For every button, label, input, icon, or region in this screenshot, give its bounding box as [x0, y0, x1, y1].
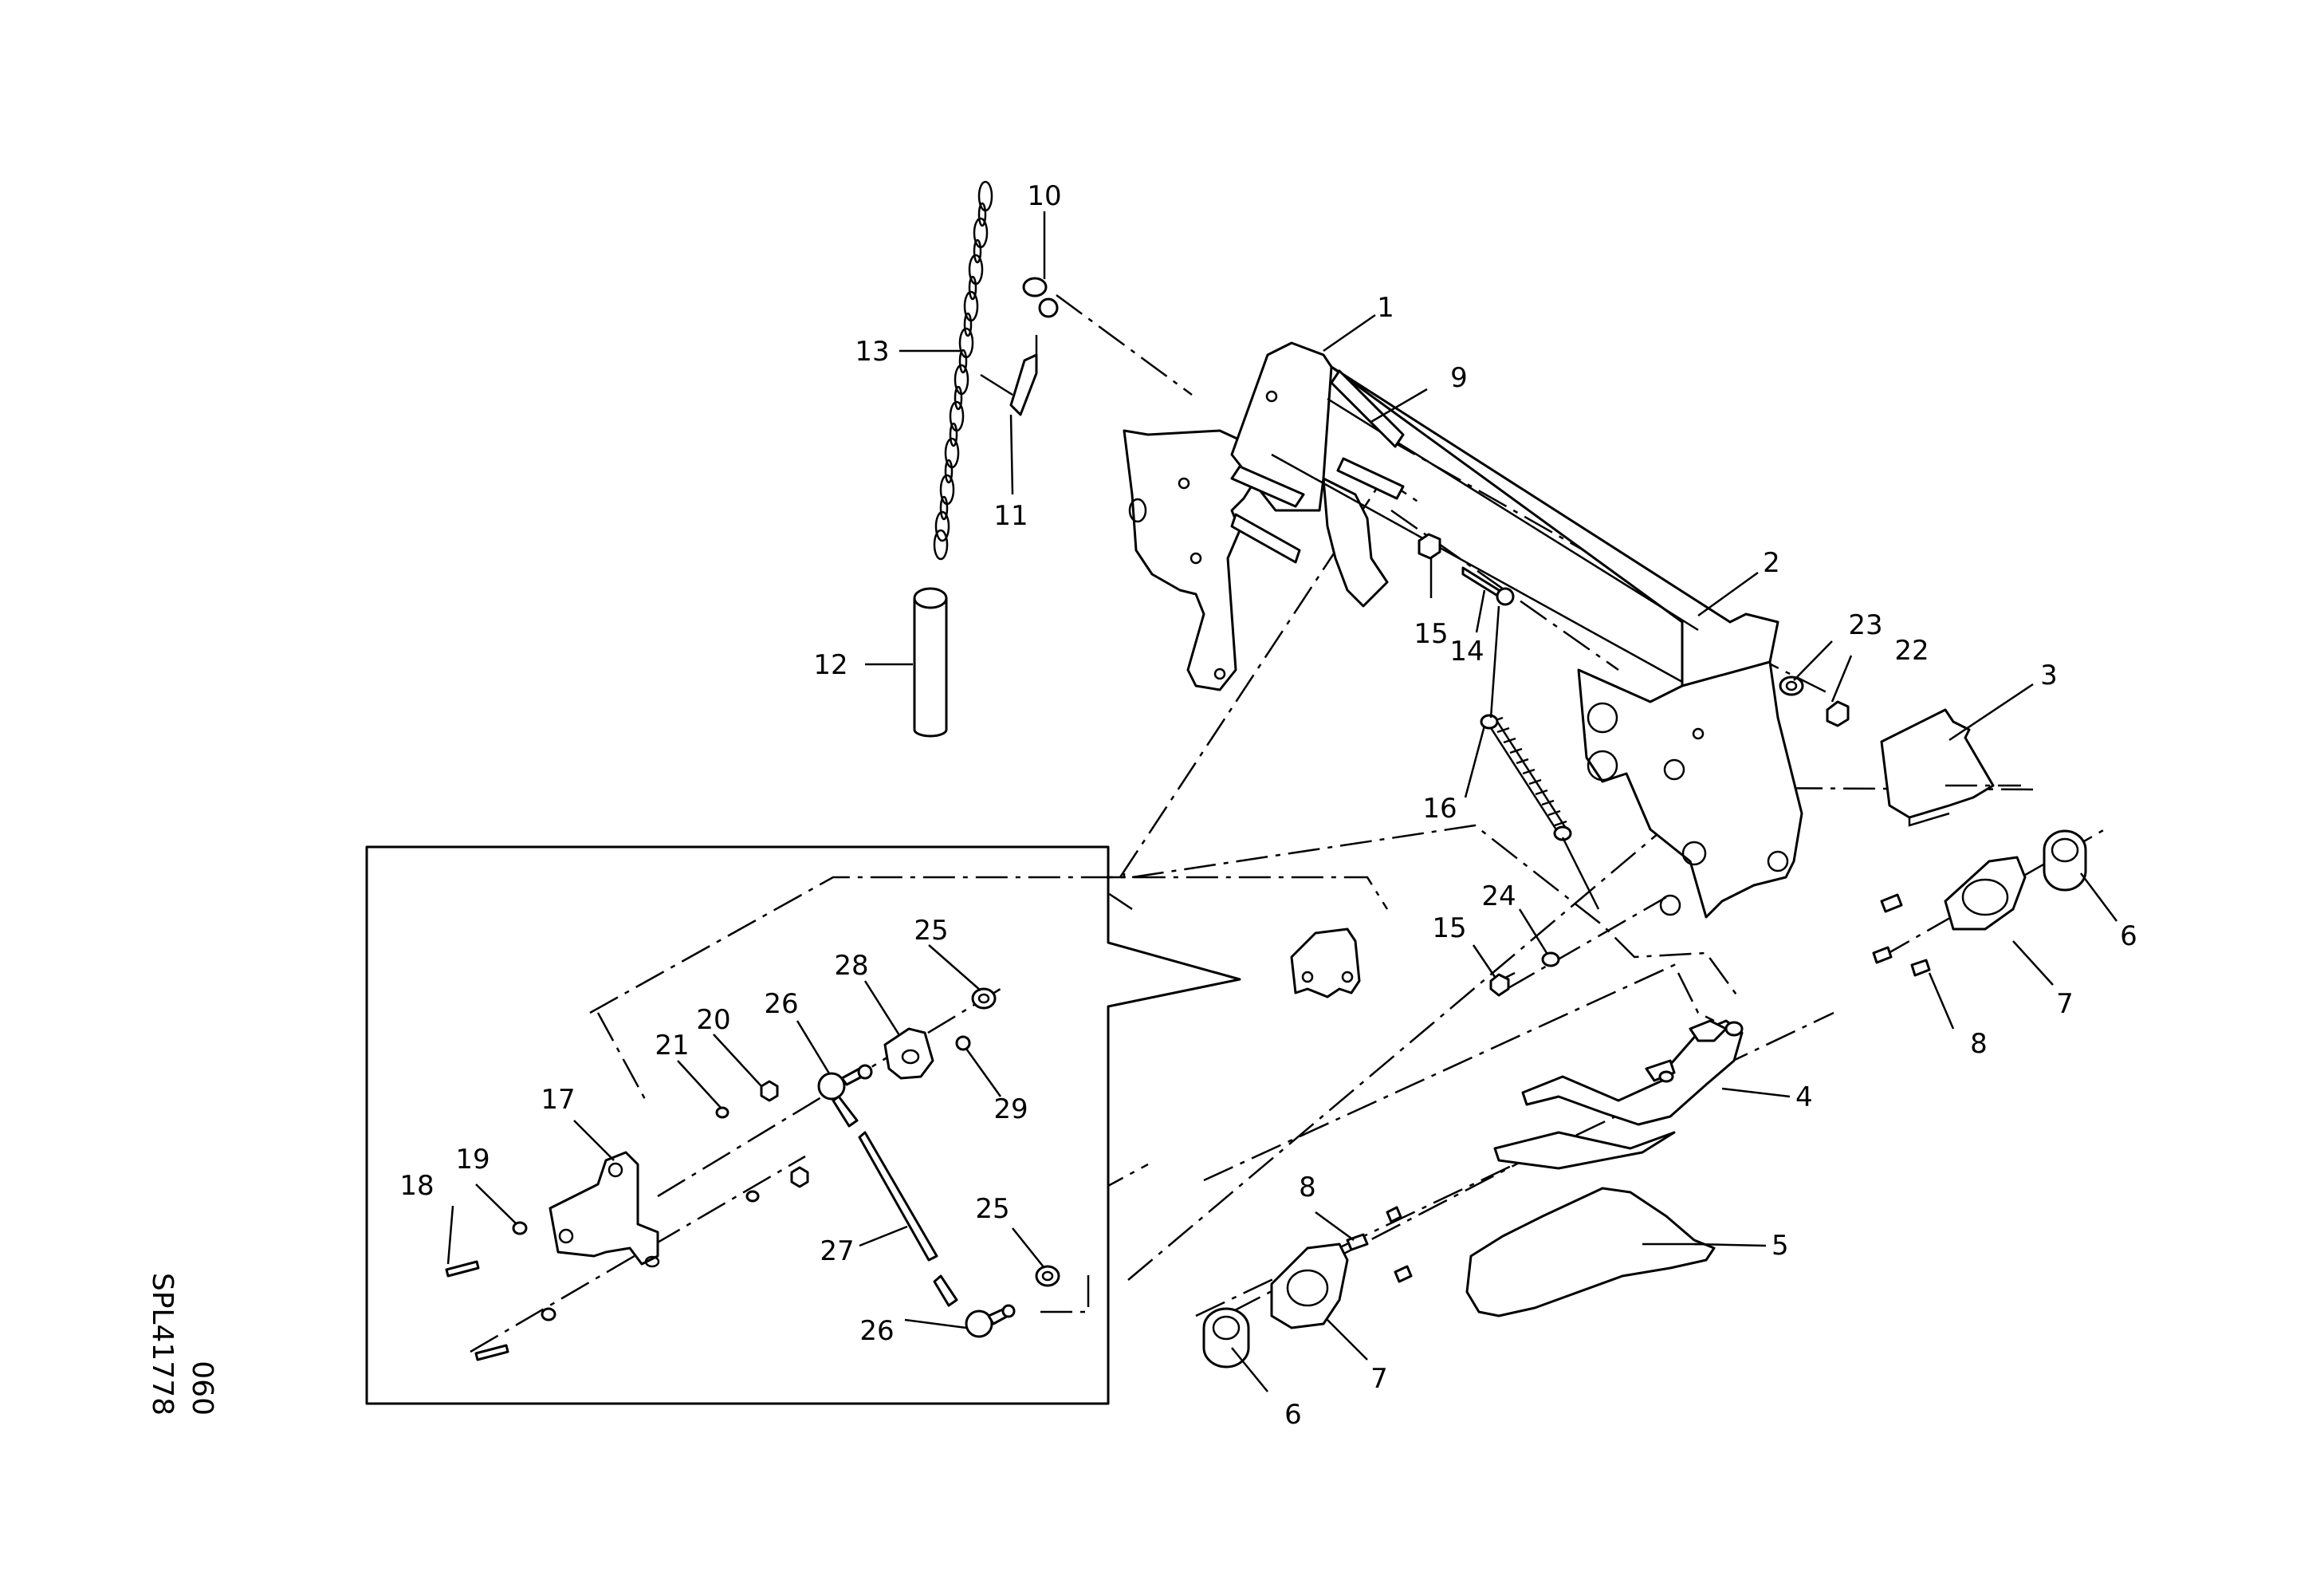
- callout-19: 19: [455, 1144, 490, 1176]
- callout-29: 29: [993, 1093, 1028, 1125]
- callout-8-left: 8: [1299, 1172, 1316, 1203]
- callout-4: 4: [1795, 1081, 1813, 1113]
- shield: [1465, 1187, 1716, 1317]
- callout-26-upper: 26: [764, 988, 798, 1020]
- detail-inset: [365, 845, 1389, 1405]
- figure-reference: SPL41778 060: [146, 1273, 218, 1416]
- callout-14: 14: [1449, 636, 1484, 668]
- callout-5: 5: [1772, 1230, 1789, 1262]
- leader-lines: [446, 211, 2118, 1392]
- callout-23: 23: [1848, 609, 1882, 641]
- callout-20: 20: [696, 1004, 730, 1036]
- callout-15-upper: 15: [1414, 618, 1448, 650]
- lever-arm: [1493, 1019, 1744, 1170]
- main-frame-bracket: [1123, 341, 1803, 919]
- figure-number: 060: [186, 1361, 218, 1416]
- tension-spring: [1480, 714, 1600, 910]
- callout-12: 12: [813, 649, 847, 681]
- callout-labels: 1 2 3 4 5 6 6 7 7 8 8 9 10 11 12 13 14 1…: [399, 180, 2137, 1431]
- pivot-pins: [1230, 369, 1405, 564]
- bearing-left: [1202, 1307, 1250, 1369]
- callout-6-right: 6: [2120, 920, 2137, 952]
- washer-spring: [1489, 951, 1560, 997]
- callout-6-left: 6: [1284, 1399, 1302, 1431]
- callout-10: 10: [1027, 180, 1061, 212]
- callout-21: 21: [655, 1030, 689, 1061]
- callout-24: 24: [1481, 880, 1516, 912]
- callout-17: 17: [541, 1084, 575, 1116]
- callout-22: 22: [1894, 635, 1929, 667]
- bolts-left: [1346, 1206, 1413, 1283]
- callout-25-lower: 25: [975, 1193, 1009, 1225]
- flange-right: [1944, 856, 2027, 931]
- callout-11: 11: [993, 500, 1028, 532]
- callout-18: 18: [399, 1170, 434, 1202]
- callout-28: 28: [834, 950, 868, 982]
- callout-1: 1: [1377, 292, 1394, 324]
- pin-tube: [913, 587, 948, 738]
- callout-2: 2: [1763, 547, 1780, 579]
- washer-nut: [1779, 675, 1850, 727]
- eye-ring: [1022, 277, 1059, 318]
- callout-25-upper: 25: [914, 915, 948, 947]
- callout-26-lower: 26: [859, 1315, 894, 1347]
- callout-7-left: 7: [1370, 1363, 1388, 1395]
- connecting-link: [980, 335, 1038, 416]
- flange-left: [1270, 1243, 1349, 1329]
- chain: [933, 180, 993, 561]
- figure-code: SPL41778: [146, 1273, 179, 1416]
- nut-upper: [1418, 533, 1441, 560]
- callout-13: 13: [855, 336, 889, 368]
- callout-16: 16: [1422, 793, 1457, 825]
- callout-15-lower: 15: [1432, 912, 1466, 944]
- callout-3: 3: [2040, 660, 2058, 691]
- guard-plate: [1880, 708, 2021, 827]
- bearing-right: [2043, 829, 2087, 892]
- mount-bracket-small: [1290, 927, 1361, 998]
- callout-7-right: 7: [2056, 988, 2074, 1020]
- spring-rod: [1461, 566, 1515, 719]
- callout-27: 27: [820, 1235, 854, 1267]
- callout-8-right: 8: [1970, 1028, 1988, 1060]
- callout-9: 9: [1450, 362, 1468, 394]
- bolts-right: [1872, 893, 1931, 977]
